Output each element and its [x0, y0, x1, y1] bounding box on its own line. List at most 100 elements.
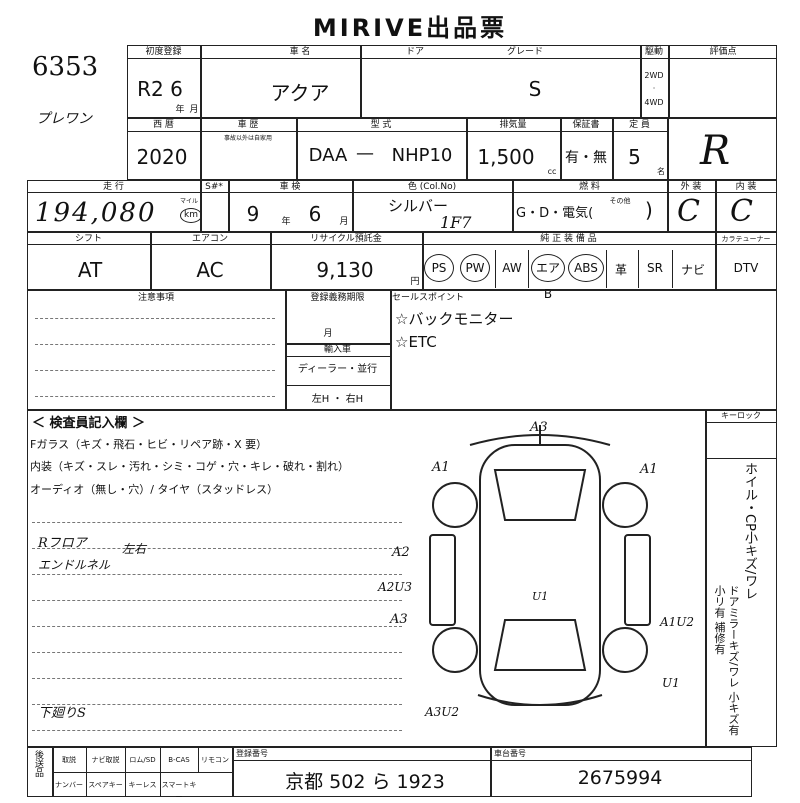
- displacement-label: 排気量: [499, 120, 527, 130]
- color-value: シルバー: [388, 197, 449, 215]
- exterior-label: 外 装: [680, 182, 702, 192]
- interior-value: C: [730, 194, 753, 229]
- sh-label: S#*: [205, 182, 223, 192]
- shift-value: AT: [77, 258, 103, 282]
- notes-box: [27, 290, 777, 410]
- capacity-label: 定 員: [629, 120, 650, 130]
- doc-bcas: B-CAS: [168, 756, 190, 764]
- inspection-month-mark: 月: [339, 217, 349, 227]
- interior-label: 内 装: [735, 182, 757, 192]
- model-label: 型 式: [370, 120, 392, 130]
- model-prefix: DAA: [308, 145, 348, 166]
- equip-ps: PS: [424, 254, 454, 282]
- capacity-value: 5: [628, 145, 641, 169]
- tv-header: カラテューナー: [721, 235, 771, 243]
- drive-label: 駆動: [644, 47, 663, 57]
- shift-label: シフト: [74, 234, 102, 244]
- equip-leather: 革: [614, 263, 627, 277]
- equip-navi: ナビ: [680, 263, 705, 277]
- yen-mark: 円: [410, 277, 420, 287]
- warranty-label: 保証書: [572, 120, 600, 130]
- chassis-label: 車 歴: [237, 120, 259, 130]
- year-value: 2020: [136, 145, 188, 169]
- model-value: NHP10: [391, 145, 453, 166]
- handwritten-note: プレワン: [36, 111, 92, 127]
- import-label: 輸入車: [323, 345, 351, 355]
- rating-label: 評価点: [709, 47, 737, 57]
- equip-pw: PW: [460, 254, 490, 282]
- doc-keyless: キーレス: [128, 781, 157, 789]
- delivery-label: 後送品: [33, 750, 43, 777]
- cc-unit: cc: [547, 167, 557, 176]
- inspection-year: 9: [246, 202, 260, 226]
- year-label: 西 暦: [153, 120, 174, 130]
- inspection-year-mark: 年: [281, 217, 291, 227]
- mark-a1-right: A1: [640, 462, 658, 477]
- equip-sr: SR: [647, 261, 663, 275]
- import-steer: 左H ・ 右H: [311, 394, 364, 405]
- inspector-line-2: 内装（キズ・スレ・汚れ・シミ・コゲ・穴・キレ・破れ・割れ）: [30, 460, 349, 473]
- hand-note-3: 左右: [122, 542, 147, 556]
- reg-number: 京都 502 ら 1923: [285, 771, 445, 793]
- inspection-label: 車 検: [279, 182, 301, 192]
- mark-u1-center: U1: [532, 590, 549, 603]
- hand-note-2: エンドルネル: [38, 558, 111, 572]
- doc-rom-sd: ロム/SD: [129, 756, 156, 764]
- mark-u1-right: U1: [662, 676, 680, 690]
- first-reg-label: 初度登録: [145, 47, 182, 57]
- ac-label: エアコン: [191, 234, 228, 244]
- equipment-label: 純 正 装 備 品: [540, 234, 597, 244]
- month-mark: 月: [189, 105, 199, 115]
- keylock-label: キーロック: [721, 411, 761, 420]
- car-name-label: 車 名: [289, 47, 311, 57]
- sales-point-1: ☆バックモニター: [395, 310, 514, 328]
- fuel-label: 燃 料: [579, 182, 600, 192]
- mark-a3u2: A3U2: [425, 705, 460, 719]
- doc-smart-key: スマートキー: [161, 781, 197, 801]
- page-title: MIRIVE出品票: [312, 14, 508, 42]
- fuel-value: G・D・電気(: [516, 206, 594, 221]
- row1-box: [127, 45, 777, 118]
- side-note: ホイル・CP小キズ/ワレ: [742, 462, 757, 601]
- grade-label: グレード: [506, 47, 543, 57]
- car-name-value: アクア: [270, 81, 330, 105]
- fuel-close: ): [645, 198, 653, 222]
- color-code: 1F7: [440, 213, 472, 232]
- inspector-box: [27, 410, 777, 747]
- mark-a3-left: A3: [390, 612, 408, 627]
- side-note-2: ドアミラーキズ/ワレ 小キズ有 小リ有 補修有: [713, 585, 740, 736]
- mark-a3-top: A3: [530, 420, 548, 435]
- equip-airbag: エアB: [531, 254, 565, 301]
- inspection-month: 6: [308, 202, 322, 226]
- inspector-label: ＜ 検査員記入欄 ＞: [32, 416, 146, 431]
- year-mark: 年: [175, 105, 185, 115]
- first-reg-value: R2 6: [137, 77, 183, 101]
- mileage-value: 194,080: [35, 198, 157, 228]
- equip-aw: AW: [502, 261, 522, 275]
- inspector-line-1: Fガラス（キズ・飛石・ヒビ・リペア跡・X 要）: [30, 438, 268, 451]
- km-label: km: [180, 208, 202, 223]
- mark-a1u2: A1U2: [660, 615, 695, 629]
- footer-box: [27, 747, 752, 797]
- mile-label: マイル: [179, 198, 198, 205]
- mark-a2u3: A2U3: [378, 580, 413, 594]
- reg-expiry-label: 登録義務期限: [310, 293, 365, 303]
- mileage-label: 走 行: [103, 182, 124, 192]
- rating-value: R: [700, 128, 731, 174]
- doc-spare-key: スペアキー: [88, 781, 123, 789]
- door-label: ドア: [405, 47, 424, 57]
- vin-label: 車台番号: [494, 749, 526, 758]
- displacement-value: 1,500: [477, 145, 535, 169]
- chassis-sub: 事故以外は自家用: [223, 135, 272, 142]
- ac-value: AC: [196, 258, 224, 282]
- drive-2wd: 2WD: [644, 71, 664, 80]
- equip-dtv: DTV: [733, 261, 759, 275]
- exterior-value: C: [677, 194, 700, 229]
- grade-value: S: [528, 77, 542, 101]
- row3-box: [27, 180, 777, 232]
- recycle-value: 9,130: [316, 258, 374, 282]
- drive-4wd: 4WD: [644, 98, 664, 107]
- fuel-other: その他: [609, 197, 631, 205]
- doc-navi-manual: ナビ取説: [91, 756, 120, 764]
- color-label: 色 (Col.No): [407, 182, 457, 192]
